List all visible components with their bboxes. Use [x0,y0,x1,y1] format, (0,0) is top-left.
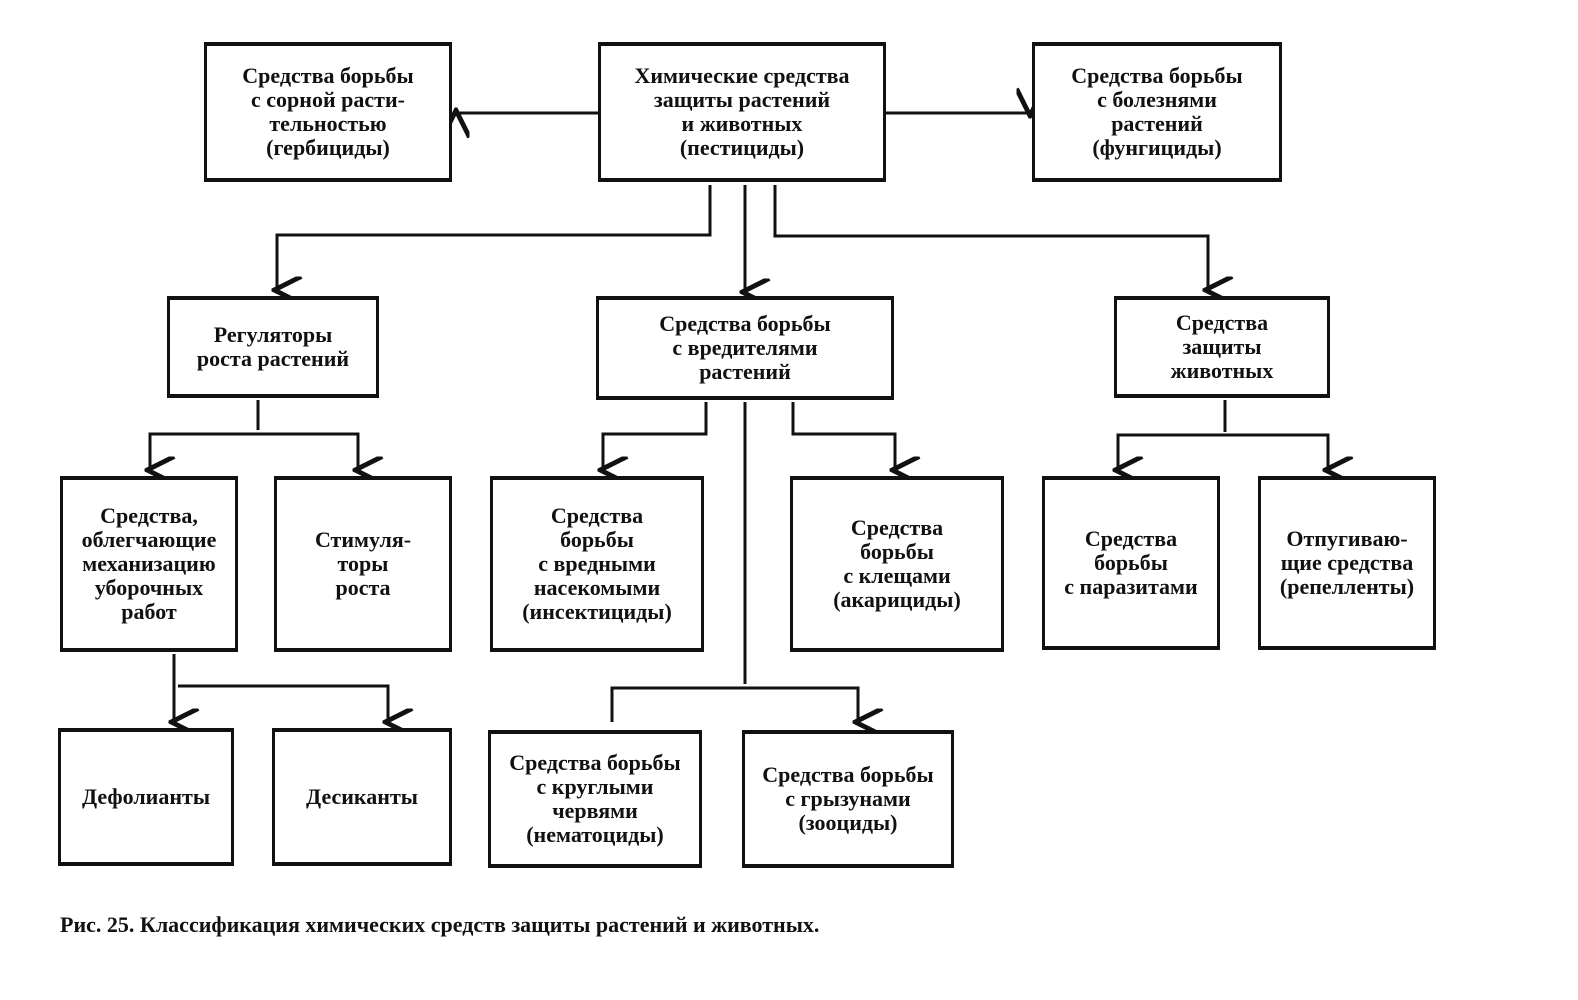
pest-control-label: Средства борьбы с вредителями растений [659,311,831,384]
harvest-aids-label: Средства, облегчающие механизацию убороч… [81,503,217,624]
fungicides-label: Средства борьбы с болезнями растений (фу… [1071,63,1243,160]
growth-regulators-label: Регуляторы роста растений [196,322,350,371]
arrow-to-desiccants [178,684,388,722]
desiccants-label: Десиканты [306,784,418,809]
herbicides-label: Средства борьбы с сорной расти- тельност… [242,63,414,160]
box-animal-protection: Средства защиты животных [1114,296,1330,398]
acaricides-label: Средства борьбы с клещами (акарициды) [833,515,961,612]
box-growth-regulators: Регуляторы роста растений [167,296,379,398]
antiparasitics-label: Средства борьбы с паразитами [1064,526,1198,599]
box-desiccants: Десиканты [272,728,452,866]
box-growth-stimulators: Стимуля- торы роста [274,476,452,652]
figure-caption: Рис. 25. Классификация химических средст… [60,912,820,937]
box-herbicides: Средства борьбы с сорной расти- тельност… [204,42,452,182]
box-repellents: Отпугиваю- щие средства (репелленты) [1258,476,1436,650]
box-pest-control: Средства борьбы с вредителями растений [596,296,894,400]
arrow-to-growth-regulators [277,185,712,290]
arrow-to-antiparasitics [1118,433,1330,470]
zoocides-label: Средства борьбы с грызунами (зооциды) [762,762,934,835]
repellents-label: Отпугиваю- щие средства (репелленты) [1279,526,1415,599]
box-zoocides: Средства борьбы с грызунами (зооциды) [742,730,954,868]
box-insecticides: Средства борьбы с вредными насекомыми (и… [490,476,704,652]
box-harvest-aids: Средства, облегчающие механизацию убороч… [60,476,238,652]
nematocides-label: Средства борьбы с круглыми червями (нема… [509,750,681,847]
box-acaricides: Средства борьбы с клещами (акарициды) [790,476,1004,652]
defoliants-label: Дефолианты [81,784,211,809]
arrow-to-acaricides [791,402,895,470]
arrow-to-harvest-aids [150,432,360,470]
insecticides-label: Средства борьбы с вредными насекомыми (и… [522,503,672,624]
root-label: Химические средства защиты растений и жи… [634,63,850,160]
arrow-to-insecticides [603,402,708,470]
arrow-to-animal-protection [773,185,1208,290]
box-nematocides: Средства борьбы с круглыми червями (нема… [488,730,702,868]
box-fungicides: Средства борьбы с болезнями растений (фу… [1032,42,1282,182]
arrow-to-nematocides [610,686,858,722]
box-root-pesticides: Химические средства защиты растений и жи… [598,42,886,182]
box-antiparasitics: Средства борьбы с паразитами [1042,476,1220,650]
growth-stimulators-label: Стимуля- торы роста [314,527,412,600]
animal-protection-label: Средства защиты животных [1170,310,1274,383]
box-defoliants: Дефолианты [58,728,234,866]
